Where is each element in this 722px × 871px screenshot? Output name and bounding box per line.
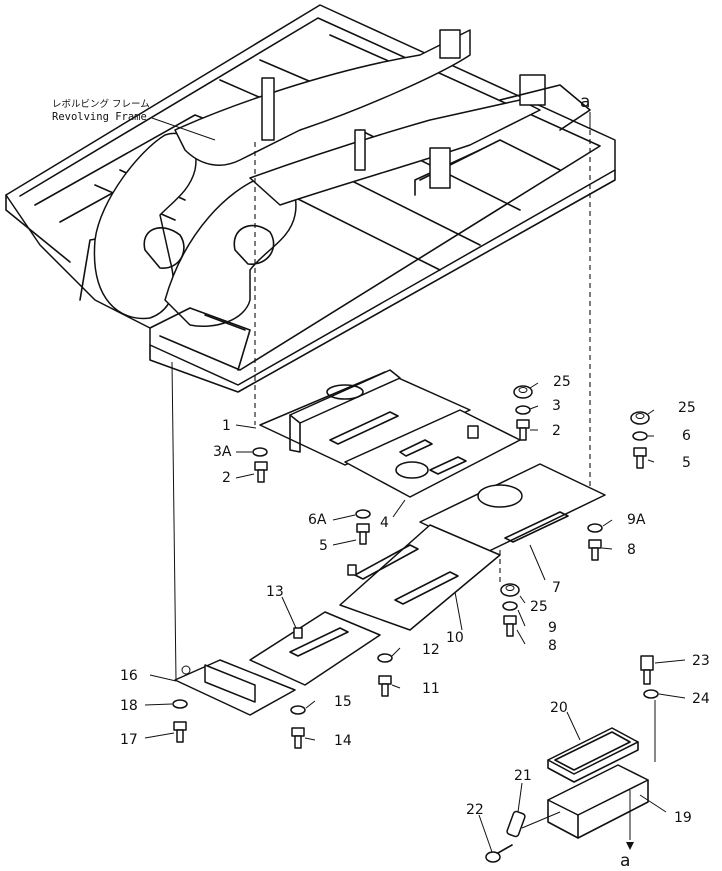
callout-9: 9: [548, 620, 557, 636]
callout-1: 1: [222, 418, 231, 434]
callout-16: 16: [120, 668, 138, 684]
callout-20: 20: [550, 700, 568, 716]
bolt-11: [378, 675, 392, 697]
fasteners: [172, 385, 659, 863]
bolt-8-right: [588, 539, 602, 561]
bolt-2-right: [516, 419, 530, 441]
callout-13: 13: [266, 584, 284, 600]
nut-25-center: [500, 583, 520, 597]
callout-3: 3: [552, 398, 561, 414]
frame-label-en: Revolving Frame: [52, 111, 147, 123]
bolt-2-left: [254, 461, 268, 483]
washer-9A: [587, 523, 603, 533]
cover-plate-1: [259, 369, 471, 466]
screw-22: [485, 844, 513, 863]
callout-6A: 6A: [308, 512, 327, 528]
callout-5-center: 5: [319, 538, 328, 554]
bolt-23: [640, 655, 654, 685]
revolving-frame: [5, 4, 616, 393]
callout-15: 15: [334, 694, 352, 710]
callout-21: 21: [514, 768, 532, 784]
callout-11: 11: [422, 681, 440, 697]
callout-numbers: 1 3A 2 25 3 2 25 6 5 6A 5 4 9A 8 7 25 9 …: [120, 374, 710, 826]
callout-7: 7: [552, 580, 561, 596]
callout-25-top: 25: [553, 374, 571, 390]
callout-19: 19: [674, 810, 692, 826]
callout-2-right: 2: [552, 423, 561, 439]
washer-6A: [355, 509, 371, 519]
callout-17: 17: [120, 732, 138, 748]
box-lid-20: [547, 727, 639, 783]
assembly-lines: [171, 130, 656, 840]
washer-6: [632, 431, 648, 441]
bolt-14: [291, 727, 305, 749]
bracket-plate-16: [174, 659, 296, 716]
callout-4: 4: [380, 515, 389, 531]
washer-3: [515, 405, 531, 415]
lock-21: [506, 810, 526, 838]
ref-letter-top: a: [580, 92, 590, 112]
callout-leaders: [144, 382, 686, 853]
bolt-5-center: [356, 523, 370, 545]
callout-10: 10: [446, 630, 464, 646]
washer-9: [502, 601, 518, 611]
frame-label: レボルビング フレーム Revolving Frame: [52, 98, 216, 141]
callout-9A: 9A: [627, 512, 646, 528]
callout-8-right: 8: [627, 542, 636, 558]
washer-24: [643, 689, 659, 699]
floor-plate-10: [339, 524, 501, 631]
callout-22: 22: [466, 802, 484, 818]
callout-5-right: 5: [682, 455, 691, 471]
callout-25-right: 25: [678, 400, 696, 416]
callout-18: 18: [120, 698, 138, 714]
callout-8-center: 8: [548, 638, 557, 654]
frame-label-jp: レボルビング フレーム: [52, 98, 150, 110]
washer-3A: [252, 447, 268, 457]
washer-15: [290, 705, 306, 715]
box-19: [547, 764, 649, 839]
nut-25-right: [630, 411, 650, 425]
callout-23: 23: [692, 653, 710, 669]
callout-3A: 3A: [213, 444, 232, 460]
ref-letter-bottom: a: [620, 851, 630, 871]
bolt-5-right: [633, 447, 647, 469]
callout-24: 24: [692, 691, 710, 707]
floor-plate-13: [249, 611, 381, 686]
callout-14: 14: [334, 733, 352, 749]
callout-6: 6: [682, 428, 691, 444]
washer-18: [172, 699, 188, 709]
nut-25-top: [513, 385, 533, 399]
bolt-17: [173, 721, 187, 743]
callout-25-center: 25: [530, 599, 548, 615]
bolt-8-center: [503, 615, 517, 637]
callout-2-left: 2: [222, 470, 231, 486]
washer-12: [377, 653, 393, 663]
callout-12: 12: [422, 642, 440, 658]
